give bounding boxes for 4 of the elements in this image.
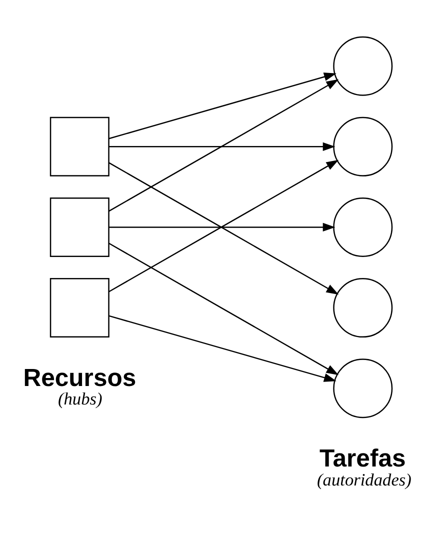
label: (hubs) (58, 389, 102, 408)
label: (autoridades) (317, 470, 412, 489)
label: Tarefas (319, 444, 406, 472)
label: Recursos (23, 364, 136, 392)
